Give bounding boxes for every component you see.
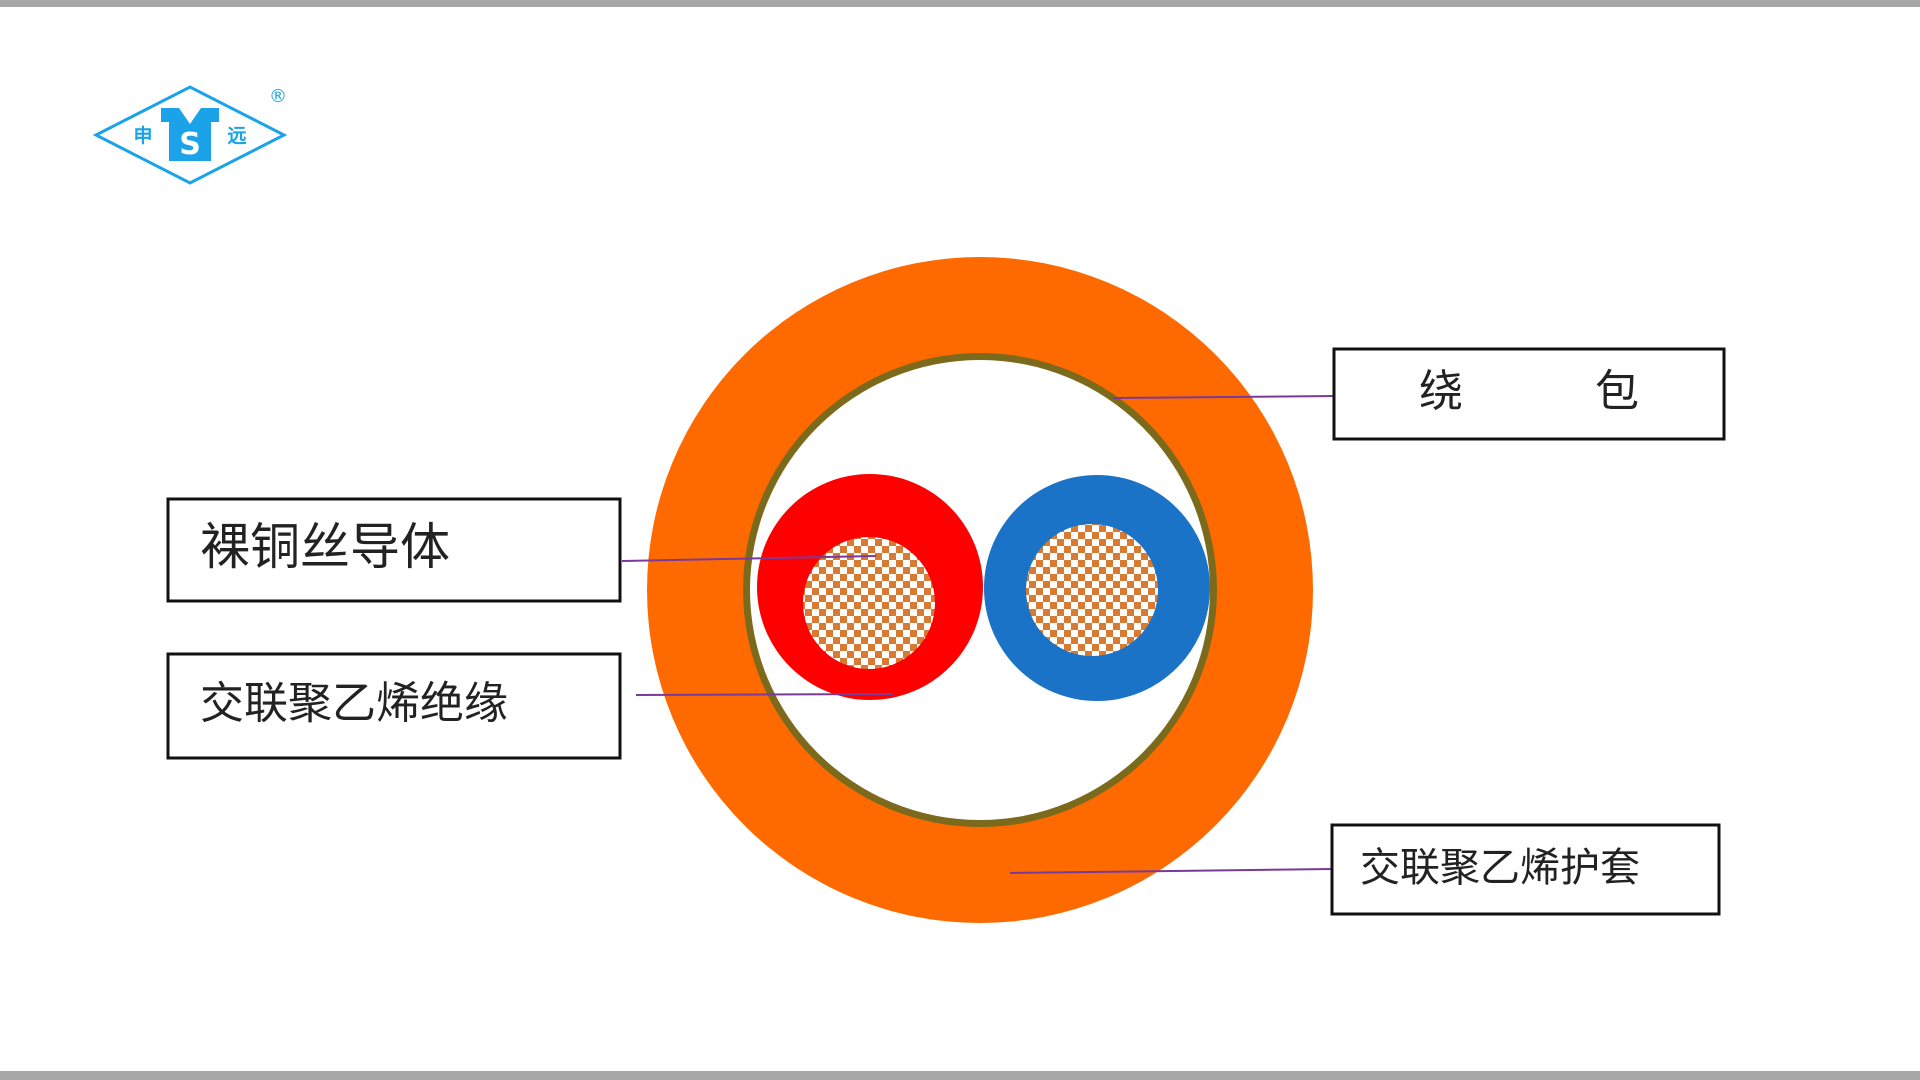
label-insulation: 交联聚乙烯绝缘 bbox=[166, 652, 622, 760]
leader-lines bbox=[621, 395, 1336, 874]
cable-cross-section bbox=[647, 257, 1313, 923]
registered-mark: ® bbox=[269, 86, 287, 107]
label-insulation-text: 交联聚乙烯绝缘 bbox=[200, 678, 508, 729]
label-sheath-text: 交联聚乙烯护套 bbox=[1360, 845, 1640, 891]
bottom-frame-bar bbox=[0, 1071, 1920, 1080]
leader-line-insulation bbox=[635, 693, 894, 696]
leader-line-wrap bbox=[1112, 395, 1336, 399]
label-sheath: 交联聚乙烯护套 bbox=[1330, 823, 1721, 916]
logo-y-shape bbox=[161, 108, 219, 161]
brand-logo: S 申 远 ® bbox=[92, 85, 288, 185]
logo-diamond-shape bbox=[92, 85, 288, 185]
conductor-core-left bbox=[803, 537, 935, 669]
top-frame-bar bbox=[0, 0, 1920, 7]
label-conductor-text: 裸铜丝导体 bbox=[200, 518, 450, 576]
label-wrap-text: 绕 包 bbox=[1419, 366, 1639, 417]
label-conductor: 裸铜丝导体 bbox=[166, 497, 622, 603]
leader-line-conductor bbox=[621, 555, 877, 562]
logo-right-char: 远 bbox=[227, 125, 246, 147]
leader-line-sheath bbox=[1009, 868, 1333, 874]
logo-letter-s: S bbox=[179, 127, 201, 162]
label-wrap: 绕 包 bbox=[1332, 347, 1726, 441]
logo-left-char: 申 bbox=[133, 124, 152, 147]
conductor-core-right bbox=[1026, 524, 1158, 656]
